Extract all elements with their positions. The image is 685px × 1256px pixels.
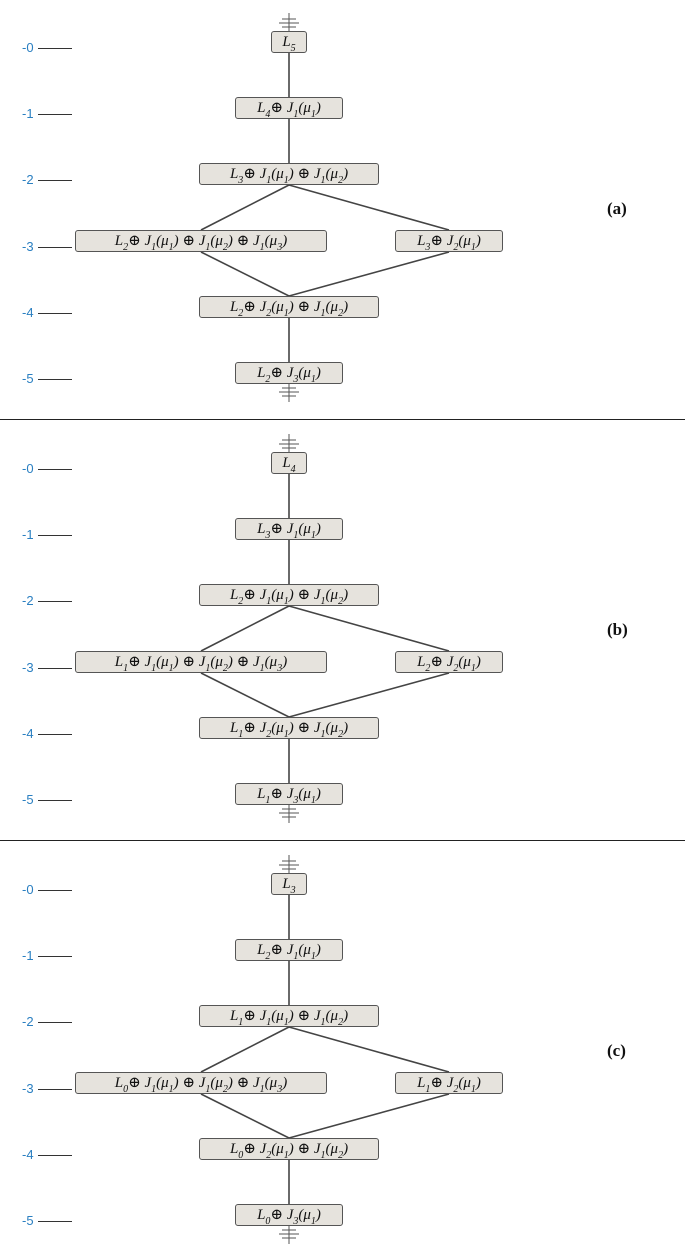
lattice-node-n0: L5 (271, 31, 307, 54)
panel-label: (b) (607, 620, 628, 639)
level-tick-line (38, 379, 72, 380)
bottom-end-marker (279, 805, 299, 823)
level-tick-label: -1 (22, 106, 34, 121)
level-tick-line (38, 48, 72, 49)
lattice-node-n3a: L0⊕ J1(μ1) ⊕ J1(μ2) ⊕ J1(μ3) (75, 1072, 327, 1095)
level-tick-line (38, 1022, 72, 1023)
level-tick-label: -3 (22, 239, 34, 254)
lattice-node-n5: L0⊕ J3(μ1) (235, 1204, 343, 1227)
edge-n2-n3a (200, 605, 290, 652)
lattice-node-n1: L2⊕ J1(μ1) (235, 939, 343, 962)
lattice-node-n2: L3⊕ J1(μ1) ⊕ J1(μ2) (199, 163, 379, 186)
edge-n3b-n4 (288, 672, 450, 718)
level-tick-line (38, 668, 72, 669)
level-tick-line (38, 114, 72, 115)
top-end-marker (279, 434, 299, 452)
lattice-node-n3a: L1⊕ J1(μ1) ⊕ J1(μ2) ⊕ J1(μ3) (75, 651, 327, 674)
bottom-end-marker (279, 1226, 299, 1244)
level-tick-line (38, 1155, 72, 1156)
lattice-node-n1: L3⊕ J1(μ1) (235, 518, 343, 541)
level-tick-label: -1 (22, 948, 34, 963)
bottom-end-marker (279, 384, 299, 402)
level-tick-line (38, 247, 72, 248)
lattice-node-n4: L2⊕ J2(μ1) ⊕ J1(μ2) (199, 296, 379, 319)
level-tick-label: -4 (22, 726, 34, 741)
lattice-node-n0: L4 (271, 452, 307, 475)
lattice-node-n0: L3 (271, 873, 307, 896)
level-tick-line (38, 1089, 72, 1090)
edge-n2-n3a (200, 184, 290, 231)
level-tick-line (38, 800, 72, 801)
lattice-node-n2: L2⊕ J1(μ1) ⊕ J1(μ2) (199, 584, 379, 607)
level-tick-label: -4 (22, 305, 34, 320)
edge-n3a-n4 (200, 251, 290, 297)
level-tick-label: -5 (22, 1213, 34, 1228)
level-tick-label: -1 (22, 527, 34, 542)
top-end-marker (279, 855, 299, 873)
panel-separator (0, 840, 685, 841)
level-tick-label: -0 (22, 40, 34, 55)
panel-label: (c) (607, 1041, 626, 1060)
level-tick-line (38, 313, 72, 314)
level-tick-line (38, 890, 72, 891)
lattice-node-n4: L0⊕ J2(μ1) ⊕ J1(μ2) (199, 1138, 379, 1161)
level-tick-label: -0 (22, 882, 34, 897)
edge-n3a-n4 (200, 1093, 290, 1139)
panel-label: (a) (607, 199, 627, 218)
lattice-node-n3a: L2⊕ J1(μ1) ⊕ J1(μ2) ⊕ J1(μ3) (75, 230, 327, 253)
edge-n3b-n4 (288, 1093, 450, 1139)
level-tick-label: -5 (22, 792, 34, 807)
level-tick-label: -2 (22, 1014, 34, 1029)
level-tick-label: -0 (22, 461, 34, 476)
level-tick-label: -2 (22, 593, 34, 608)
level-tick-label: -3 (22, 660, 34, 675)
lattice-node-n1: L4⊕ J1(μ1) (235, 97, 343, 120)
level-tick-line (38, 469, 72, 470)
level-tick-label: -4 (22, 1147, 34, 1162)
level-tick-label: -3 (22, 1081, 34, 1096)
lattice-node-n5: L1⊕ J3(μ1) (235, 783, 343, 806)
top-end-marker (279, 13, 299, 31)
level-tick-line (38, 601, 72, 602)
edge-n2-n3b (288, 605, 450, 652)
edge-n3b-n4 (288, 251, 450, 297)
edge-n2-n3a (200, 1026, 290, 1073)
edge-n2-n3b (288, 184, 450, 231)
level-tick-label: -2 (22, 172, 34, 187)
edge-n3a-n4 (200, 672, 290, 718)
lattice-node-n3b: L3⊕ J2(μ1) (395, 230, 503, 253)
level-tick-line (38, 1221, 72, 1222)
level-tick-label: -5 (22, 371, 34, 386)
level-tick-line (38, 535, 72, 536)
level-tick-line (38, 734, 72, 735)
lattice-node-n3b: L2⊕ J2(μ1) (395, 651, 503, 674)
lattice-node-n5: L2⊕ J3(μ1) (235, 362, 343, 385)
lattice-node-n3b: L1⊕ J2(μ1) (395, 1072, 503, 1095)
edge-n2-n3b (288, 1026, 450, 1073)
panel-separator (0, 419, 685, 420)
lattice-node-n2: L1⊕ J1(μ1) ⊕ J1(μ2) (199, 1005, 379, 1028)
lattice-node-n4: L1⊕ J2(μ1) ⊕ J1(μ2) (199, 717, 379, 740)
level-tick-line (38, 956, 72, 957)
level-tick-line (38, 180, 72, 181)
